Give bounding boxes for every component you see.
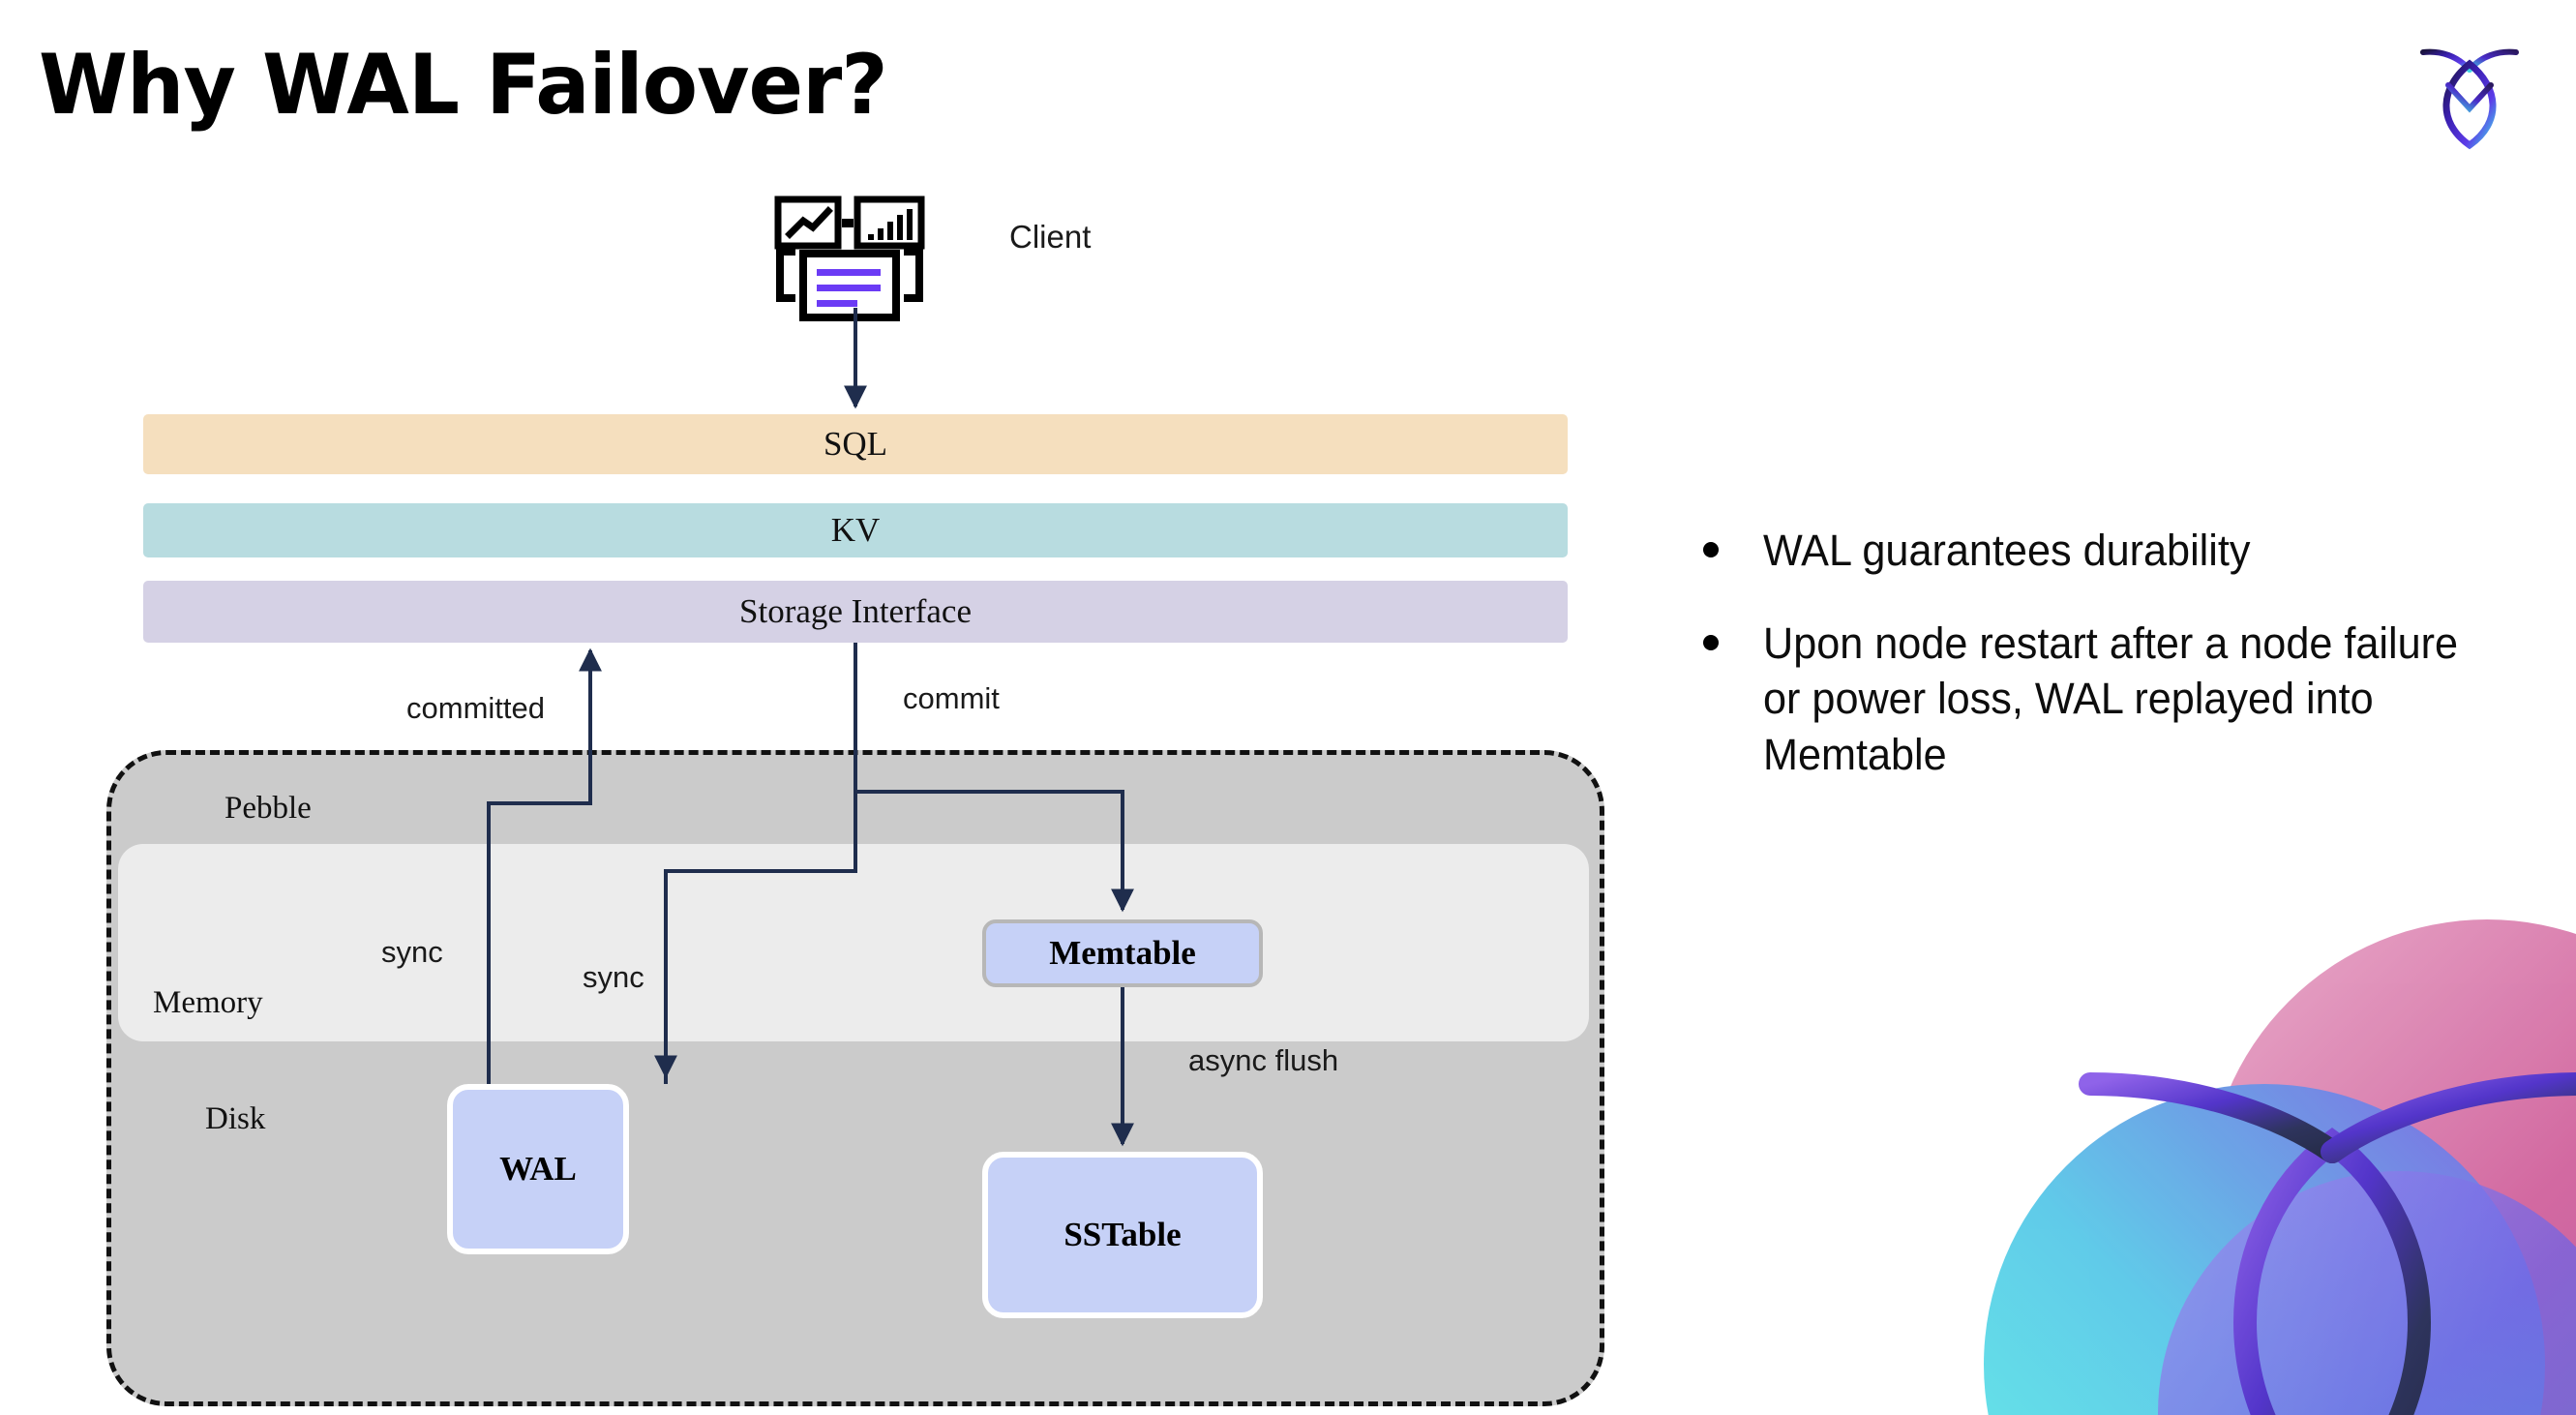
edge-label-commit: commit	[903, 681, 1000, 715]
node-sstable-label: SSTable	[1063, 1216, 1182, 1253]
wal-architecture-diagram: Client SQL KV Storage Interface Pebble M…	[106, 196, 1604, 1406]
memory-region	[118, 844, 1589, 1041]
disk-label: Disk	[205, 1101, 266, 1136]
bullet-dot-icon	[1703, 542, 1719, 557]
edge-label-committed: committed	[406, 691, 545, 725]
node-sstable: SSTable	[982, 1152, 1263, 1318]
node-memtable: Memtable	[982, 919, 1263, 987]
edge-label-sync-1: sync	[381, 935, 443, 969]
layer-storage-interface-label: Storage Interface	[739, 592, 972, 630]
edge-label-async-flush: async flush	[1188, 1043, 1339, 1077]
list-item: WAL guarantees durability	[1703, 523, 2516, 579]
bullet-text: Upon node restart after a node failure o…	[1763, 617, 2459, 779]
pebble-label: Pebble	[225, 791, 312, 826]
layer-storage-interface: Storage Interface	[143, 581, 1568, 643]
layer-kv: KV	[143, 503, 1568, 557]
client-dashboard-icon	[774, 196, 929, 321]
edge-label-sync-2: sync	[583, 960, 644, 994]
layer-sql-label: SQL	[823, 425, 888, 463]
node-wal: WAL	[447, 1084, 629, 1254]
page-title: Why WAL Failover?	[39, 37, 888, 134]
layer-kv-label: KV	[830, 511, 881, 549]
bullet-dot-icon	[1703, 634, 1719, 650]
list-item: Upon node restart after a node failure o…	[1703, 616, 2516, 783]
memory-label: Memory	[153, 985, 263, 1020]
bullet-text: WAL guarantees durability	[1763, 526, 2251, 575]
cockroachdb-logo	[2415, 35, 2524, 151]
node-wal-label: WAL	[499, 1150, 577, 1188]
bullet-list: WAL guarantees durability Upon node rest…	[1703, 523, 2516, 819]
client-label: Client	[1009, 219, 1092, 255]
node-memtable-label: Memtable	[1049, 934, 1196, 972]
cockroachdb-watermark-art	[1945, 910, 2576, 1415]
layer-sql: SQL	[143, 414, 1568, 474]
